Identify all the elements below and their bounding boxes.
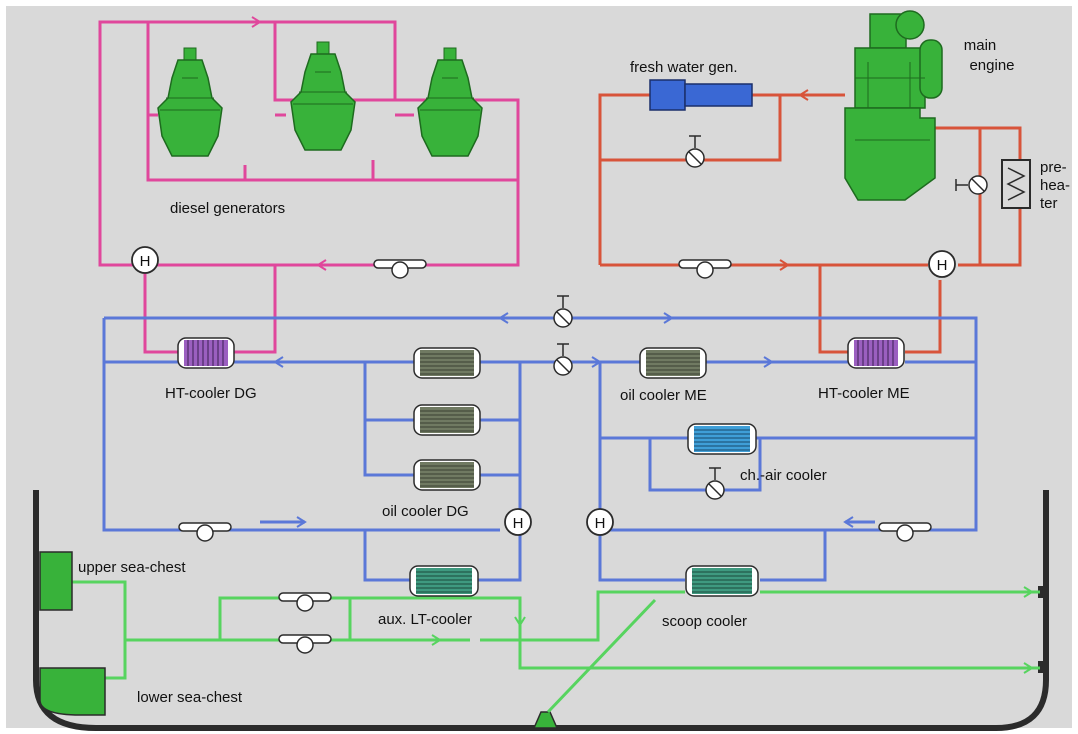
cooler-icon [413, 459, 481, 491]
cooler-icon [177, 337, 235, 369]
pump-icon [278, 634, 332, 654]
lower-sea-chest-label: lower sea-chest [137, 689, 243, 706]
oil-cooler-dg-label: oil cooler DG [382, 503, 469, 520]
header-tank-label: H [140, 253, 151, 270]
sea-water-circuit [72, 580, 1040, 714]
lt-circuit [102, 312, 978, 582]
cooler-icon [639, 347, 707, 379]
diesel-generator-icon [417, 47, 483, 157]
pump-icon [878, 522, 932, 542]
header-tank-icon: H [586, 508, 614, 536]
overboard-outlet-lower [1038, 661, 1046, 673]
diesel-generator-icon [157, 47, 223, 157]
main-engine-label-2: engine [969, 57, 1014, 74]
pump-icon [678, 259, 732, 279]
preheater-label-2: hea- [1040, 177, 1070, 194]
scoop-cooler-label: scoop cooler [662, 613, 747, 630]
preheater-label-3: ter [1040, 195, 1058, 212]
oil-cooler-me-label: oil cooler ME [620, 387, 707, 404]
ht-circuit-dg [98, 16, 520, 354]
diesel-generator-icon [290, 41, 356, 151]
overboard-outlet-upper [1038, 586, 1046, 598]
preheater [1001, 159, 1031, 209]
ht-cooler-dg-label: HT-cooler DG [165, 385, 257, 402]
header-tank-icon: H [131, 246, 159, 274]
header-tank-icon: H [928, 250, 956, 278]
preheater-label-1: pre- [1040, 159, 1067, 176]
header-tank-label: H [937, 257, 948, 274]
cooler-icon [687, 423, 757, 455]
valve-icon [955, 175, 988, 195]
main-engine-icon [844, 10, 943, 201]
cooler-icon [413, 404, 481, 436]
fresh-water-gen-label: fresh water gen. [630, 59, 738, 76]
valve-icon [553, 343, 573, 376]
valve-icon [685, 135, 705, 168]
valve-icon [705, 467, 725, 500]
header-tank-icon: H [504, 508, 532, 536]
main-engine-label-1: main [964, 37, 997, 54]
fresh-water-generator [649, 79, 753, 111]
aux-lt-cooler-label: aux. LT-cooler [378, 611, 472, 628]
header-tank-label: H [513, 515, 524, 532]
cooler-icon [409, 565, 479, 597]
upper-sea-chest-label: upper sea-chest [78, 559, 186, 576]
lower-sea-chest [39, 667, 106, 716]
upper-sea-chest [39, 551, 73, 611]
ch-air-cooler-label: ch.-air cooler [740, 467, 827, 484]
valve-icon [553, 295, 573, 328]
cooler-icon [685, 565, 759, 597]
pump-icon [178, 522, 232, 542]
cooler-icon [847, 337, 905, 369]
pump-icon [373, 259, 427, 279]
diesel-generators-label: diesel generators [170, 200, 285, 217]
cooler-icon [413, 347, 481, 379]
ht-cooler-me-label: HT-cooler ME [818, 385, 910, 402]
header-tank-label: H [595, 515, 606, 532]
pump-icon [278, 592, 332, 612]
